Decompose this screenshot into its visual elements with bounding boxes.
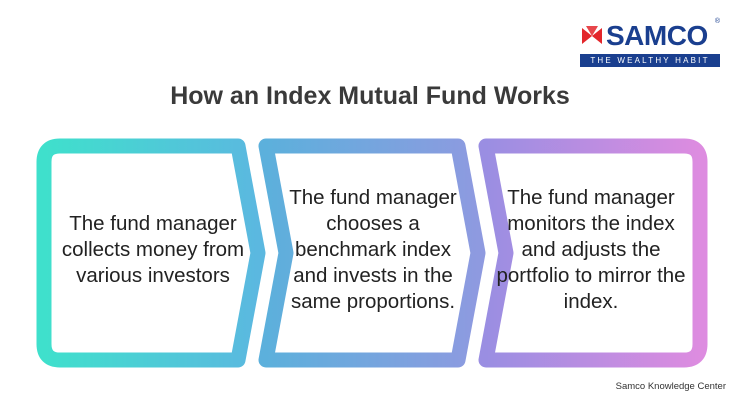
step-2-text: The fund manager chooses a benchmark ind… (289, 186, 457, 313)
step-1-frame (36, 138, 266, 368)
step-2-frame (258, 138, 486, 368)
brand-name: SAMCO (606, 20, 708, 51)
step-3-frame (478, 138, 708, 368)
page-title: How an Index Mutual Fund Works (170, 82, 570, 110)
samco-logo: SAMCO ® THE WEALTHY HABIT (580, 18, 720, 68)
footer-credit: Samco Knowledge Center (615, 381, 726, 392)
samco-swirl-icon (582, 26, 602, 44)
step-3-text: The fund manager monitors the index and … (496, 186, 686, 313)
brand-tagline: THE WEALTHY HABIT (580, 54, 720, 67)
registered-mark: ® (714, 18, 720, 25)
step-1-text: The fund manager collects money from var… (61, 212, 245, 287)
